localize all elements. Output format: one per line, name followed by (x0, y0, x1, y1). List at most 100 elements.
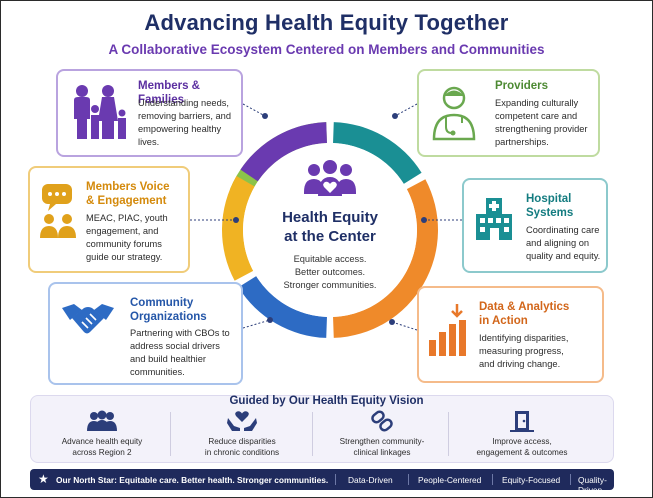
card-members-voice: Members Voice & Engagement MEAC, PIAC, y… (28, 166, 190, 273)
card-members-families: Members & Families Understanding needs, … (56, 69, 243, 157)
center-text: Equitable access. Better outcomes. Stron… (262, 253, 398, 292)
card-title: Providers (495, 80, 549, 92)
card-text-line: Coordinating care (526, 225, 600, 235)
card-title: Data & Analytics in Action (479, 300, 569, 328)
vision-divider (312, 412, 313, 456)
card-text-line: strengthening provider (495, 124, 588, 134)
card-text-line: measuring progress, (479, 346, 564, 356)
vision-item-text: Strengthen community- clinical linkages (316, 436, 448, 458)
card-hospital-systems: Hospital Systems Coordinating care and a… (462, 178, 608, 273)
card-title-line: Data & Analytics (479, 301, 570, 313)
card-data-analytics: Data & Analytics in Action Identifying d… (417, 286, 604, 383)
page-subtitle: A Collaborative Ecosystem Centered on Me… (108, 42, 545, 57)
center-title-line: Health Equity (282, 209, 378, 226)
card-text: MEAC, PIAC, youth engagement, and commun… (86, 212, 168, 264)
card-text-line: quality and equity. (526, 251, 601, 261)
card-text-line: Identifying disparities, (479, 333, 569, 343)
vision-item-line: in chronic conditions (204, 448, 280, 457)
card-text-line: empowering healthy (138, 124, 222, 134)
vision-item-line: Reduce disparities (208, 437, 276, 446)
footer-tag: Quality-Driven (578, 475, 607, 495)
card-title-line: Hospital (526, 193, 572, 205)
footer-divider (570, 474, 571, 485)
vision-item-line: Improve access, (492, 437, 552, 446)
card-text-line: and driving change. (479, 359, 561, 369)
north-star-footer: ★ Our North Star: Equitable care. Better… (30, 469, 614, 495)
family-icon (74, 85, 126, 139)
card-text-line: Understanding needs, (138, 98, 229, 108)
card-text-line: address social drivers (130, 341, 220, 351)
card-title-line: Organizations (130, 311, 207, 323)
card-text-line: guide our strategy. (86, 252, 163, 262)
community-heart-icon (304, 160, 356, 196)
card-text-line: engagement, and (86, 226, 159, 236)
center-text-line: Stronger communities. (283, 280, 377, 290)
card-text-line: and build healthier (130, 354, 206, 364)
vision-item-line: engagement & outcomes (476, 448, 568, 457)
hands-heart-icon (227, 411, 257, 431)
card-title-line: Systems (526, 207, 574, 219)
footer-tag: People-Centered (418, 475, 482, 485)
card-text-line: Partnering with CBOs to (130, 328, 230, 338)
card-title-line: Community (130, 297, 194, 309)
vision-item-line: across Region 2 (72, 448, 132, 457)
people-group-icon (87, 410, 117, 431)
footer-divider (335, 474, 336, 485)
card-title: Community Organizations (130, 296, 207, 324)
hospital-icon (476, 198, 512, 240)
handshake-icon (62, 304, 114, 334)
ring-segment-data (333, 179, 438, 338)
vision-item-text: Advance health equity across Region 2 (36, 436, 168, 458)
ring-segment-community (238, 276, 327, 338)
card-text-line: competent care and (495, 111, 578, 121)
vision-item-line: Strengthen community- (339, 437, 425, 446)
card-text-line: MEAC, PIAC, youth (86, 213, 168, 223)
vision-item: Strengthen community- clinical linkages (316, 410, 448, 462)
card-text-line: and aligning on (526, 238, 590, 248)
vision-item: Advance health equity across Region 2 (36, 410, 168, 462)
card-title-line: Members Voice (86, 181, 170, 193)
card-text: Partnering with CBOs to address social d… (130, 327, 230, 379)
footer-tag: Data-Driven (348, 475, 393, 485)
card-providers: Providers Expanding culturally competent… (417, 69, 600, 157)
vision-item: Improve access, engagement & outcomes (456, 410, 588, 462)
card-community-organizations: Community Organizations Partnering with … (48, 282, 243, 385)
vision-title: Guided by Our Health Equity Vision (229, 395, 424, 407)
vision-divider (170, 412, 171, 456)
bar-chart-icon (429, 304, 466, 356)
ring-segment-members (240, 122, 327, 182)
doctor-icon (432, 86, 476, 141)
door-icon (510, 411, 534, 432)
link-icon (371, 410, 393, 432)
card-text-line: Expanding culturally (495, 98, 579, 108)
center-text-line: Equitable access. (293, 254, 367, 264)
card-title-line: & Engagement (86, 195, 167, 207)
card-title: Members & Families (138, 80, 200, 106)
card-text-line: communities. (130, 367, 185, 377)
center-title-line: at the Center (284, 228, 376, 245)
page-title: Advancing Health Equity Together (144, 10, 509, 35)
card-text-line: community forums (86, 239, 162, 249)
vision-item-text: Reduce disparities in chronic conditions (176, 436, 308, 458)
center-text-line: Better outcomes. (294, 267, 366, 277)
vision-divider (448, 412, 449, 456)
vision-item-text: Improve access, engagement & outcomes (456, 436, 588, 458)
vision-item: Reduce disparities in chronic conditions (176, 410, 308, 462)
vision-item-line: clinical linkages (353, 448, 411, 457)
north-star-text: Our North Star: Equitable care. Better h… (56, 475, 329, 485)
card-text: Understanding needs, removing barriers, … (138, 97, 231, 149)
footer-tag: Equity-Focused (502, 475, 561, 485)
card-text: Identifying disparities, measuring progr… (479, 332, 568, 371)
footer-divider (492, 474, 493, 485)
card-text-line: partnerships. (495, 137, 549, 147)
card-title: Hospital Systems (526, 192, 573, 220)
footer-divider (408, 474, 409, 485)
vision-item-line: Advance health equity (61, 437, 143, 446)
ring-segment-voice (221, 176, 255, 281)
card-text: Expanding culturally competent care and … (495, 97, 588, 149)
card-text-line: removing barriers, and (138, 111, 232, 121)
card-title: Members Voice & Engagement (86, 180, 170, 208)
speech-people-icon (40, 184, 76, 238)
ring-segment-hospital (333, 122, 422, 184)
